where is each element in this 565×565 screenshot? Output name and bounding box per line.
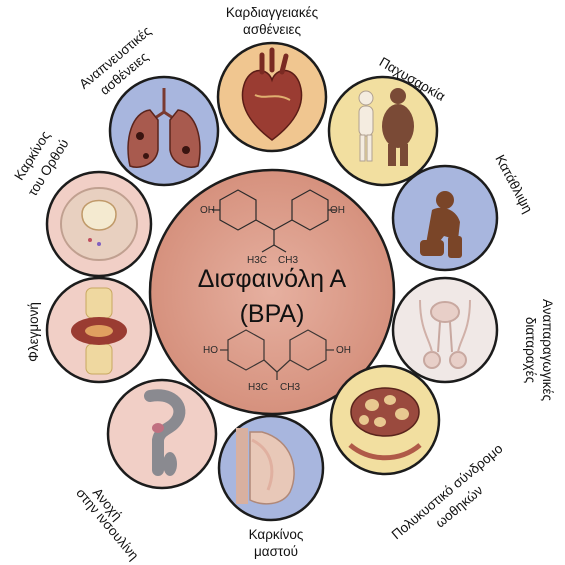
- depression-label: Κατάθλιψη: [492, 152, 535, 215]
- lungs-icon: [127, 88, 201, 168]
- oh-right-bottom-label: OH: [336, 345, 351, 356]
- h3c-label-bottom: H3C: [248, 382, 268, 393]
- breast-cancer-label-2: μαστού: [254, 544, 298, 559]
- pancreas-icon: [144, 389, 186, 476]
- breast-cancer-label-1: Καρκίνος: [249, 527, 304, 542]
- bpa-structure-top: [212, 189, 336, 253]
- inflammation-label: Φλεγμονή: [26, 302, 41, 362]
- condition-reproductive: Αναπαραγωγικές διαταραχές: [391, 276, 555, 402]
- condition-insulin: Ανοχή στην ινσουλίνη: [73, 378, 218, 563]
- condition-obesity: Παχυσαρκία: [327, 54, 448, 187]
- heart-icon: [241, 47, 303, 141]
- oh-right-label: OH: [330, 205, 345, 216]
- bpa-structure-bottom: [220, 329, 334, 380]
- center-title: Δισφαινόλη Α: [198, 265, 347, 293]
- condition-breast-cancer: Καρκίνος μαστού: [217, 414, 325, 559]
- cardiovascular-label-1: Καρδιαγγειακές: [226, 5, 319, 20]
- joint-icon: [71, 287, 127, 375]
- h3c-label-top: H3C: [247, 255, 267, 266]
- condition-inflammation: Φλεγμονή: [26, 276, 153, 384]
- breast-icon: [236, 428, 295, 505]
- ho-left-label: HO: [203, 345, 218, 356]
- cardiovascular-label-2: ασθένειες: [243, 22, 301, 37]
- center-bpa: OH OH H3C CH3 Δισφαινόλη Α (BPA) HO OH H…: [148, 168, 396, 416]
- condition-respiratory: Αναπνευστικές ασθένειες: [76, 23, 220, 187]
- oh-left-label: OH: [200, 205, 215, 216]
- rectum-icon: [60, 187, 138, 261]
- ch3-label-top: CH3: [278, 255, 298, 266]
- condition-pcos: Πολυκυστικό σύνδρομο ωοθηκών: [329, 364, 506, 542]
- center-circle: [148, 168, 396, 416]
- ch3-label-bottom: CH3: [280, 382, 300, 393]
- obesity-icon: [358, 88, 414, 166]
- condition-cardiovascular: Καρδιαγγειακές ασθένειες: [216, 5, 328, 153]
- reproductive-label-1: Αναπαραγωγικές: [540, 299, 555, 402]
- reproductive-label-2: διαταραχές: [523, 317, 538, 384]
- reproductive-icon: [419, 299, 471, 369]
- center-subtitle: (BPA): [240, 300, 305, 328]
- ovary-icon: [348, 387, 422, 461]
- reproductive-circle: [391, 276, 499, 384]
- depression-icon: [420, 191, 462, 258]
